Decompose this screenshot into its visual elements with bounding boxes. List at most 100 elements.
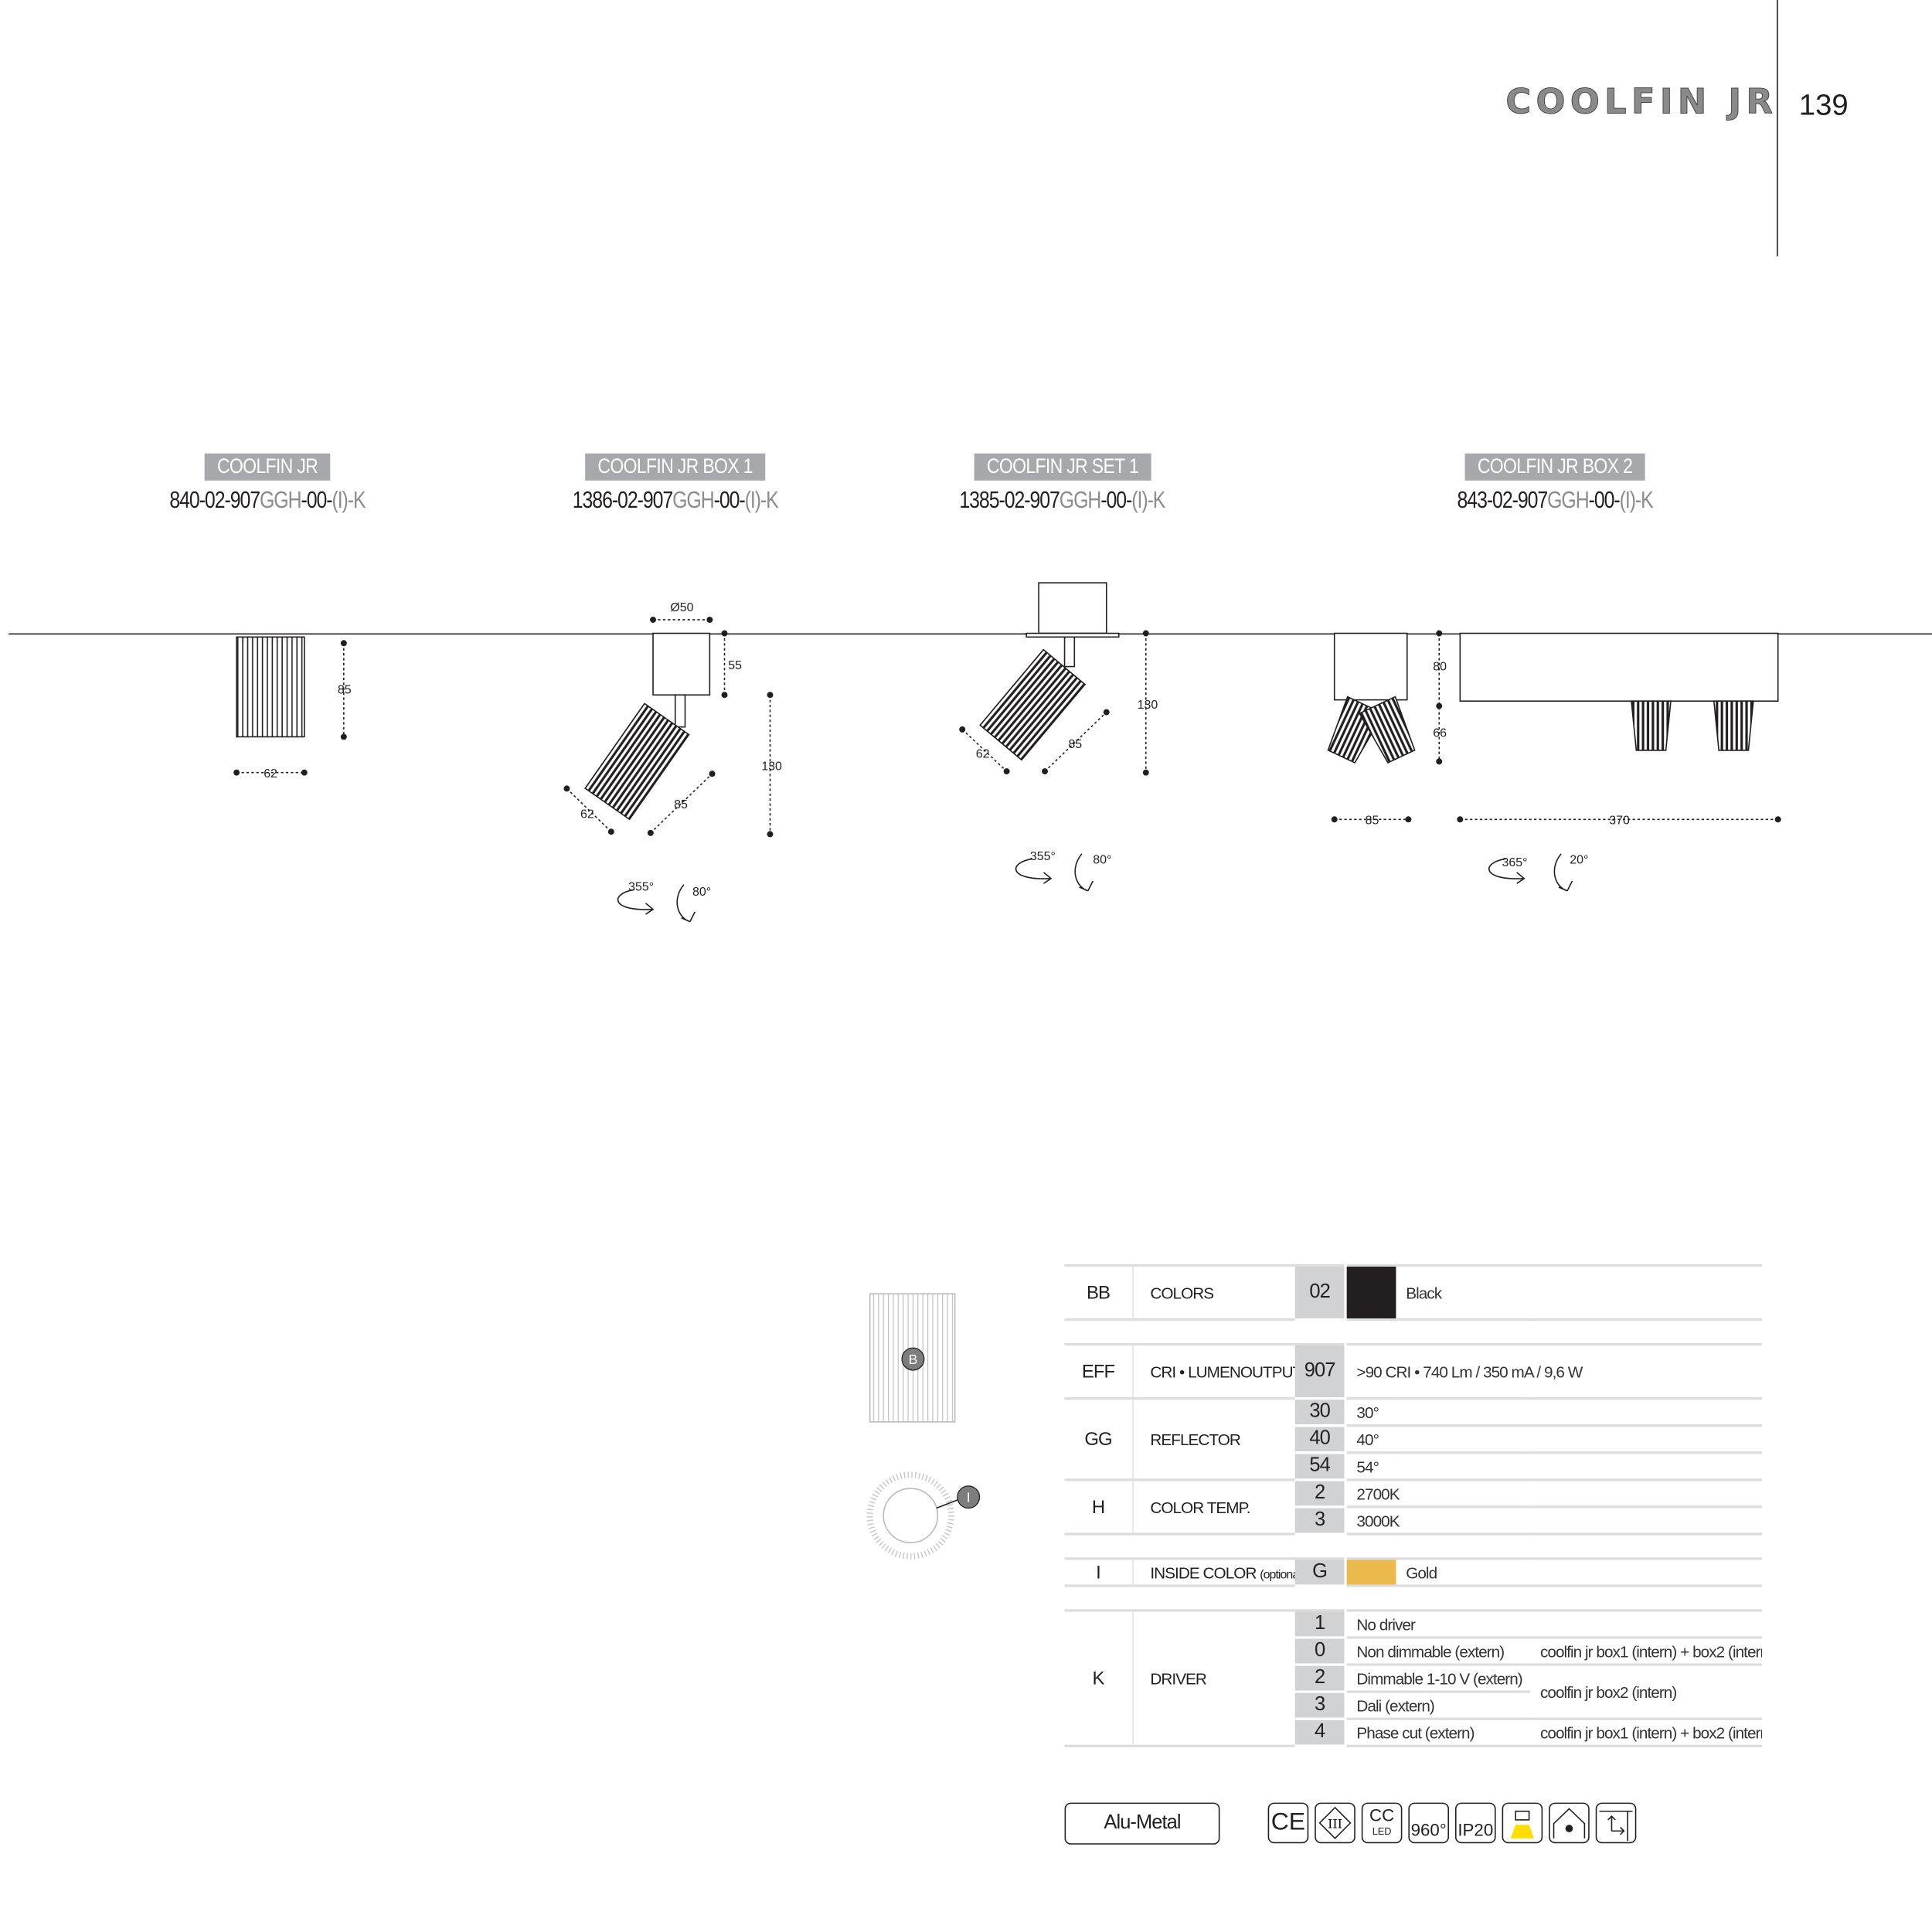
- table-row-reflector: GG REFLECTOR 30 30°: [1064, 1397, 1763, 1481]
- coolfin-jr-set1-drawing: [959, 582, 1149, 892]
- dimensions-p3-rot: 355°: [1030, 850, 1056, 863]
- spec-driver-label: DRIVER: [1132, 1609, 1295, 1747]
- glow-wire-icon: 960°: [1408, 1802, 1450, 1844]
- spec-driver-options-3-value: Dali (extern): [1345, 1690, 1531, 1720]
- spec-temp-options-1-code: 3: [1294, 1505, 1347, 1536]
- products-1-code_e: -K: [760, 488, 779, 514]
- spec-driver-options-2-code: 2: [1294, 1663, 1347, 1693]
- spec-reflector-options-2-code: 54: [1294, 1451, 1347, 1481]
- products-0-code_d: (I): [332, 488, 348, 514]
- spec-driver-options-2-value: Dimmable 1-10 V (extern): [1345, 1663, 1531, 1693]
- dimensions-p4-rot: 365°: [1502, 856, 1528, 869]
- products-0-code_c: -00-: [301, 488, 332, 514]
- spec-inside-label_note: (optional): [1260, 1567, 1294, 1582]
- dimensions-p1-height: 85: [338, 684, 352, 697]
- spec-driver-options-3-code: 3: [1294, 1690, 1347, 1720]
- spec-driver-options-1-note: coolfin jr box1 (intern) + box2 (intern): [1530, 1636, 1763, 1666]
- spec-temp-options-0-value: 2700K: [1345, 1478, 1763, 1509]
- dimensions-p4-head: 66: [1433, 726, 1447, 740]
- ip20-icon: IP20: [1454, 1802, 1496, 1844]
- dimensions-p2-diameter: Ø50: [670, 601, 693, 614]
- table-row-temp: H COLOR TEMP. 2 2700K: [1064, 1478, 1763, 1536]
- table-row-driver: K DRIVER 1 No driver: [1064, 1609, 1763, 1747]
- product-name: COOLFIN JR SET 1: [974, 453, 1151, 481]
- dimensions-p2-d2: 85: [674, 798, 688, 811]
- dimensions-p2-tilt: 80°: [692, 886, 711, 899]
- product-heading: COOLFIN JR 840-02-907GGH-00-(I)-K: [107, 453, 428, 515]
- dimensions-p4-width: 85: [1366, 815, 1379, 828]
- products-0-code_e: -K: [347, 488, 366, 514]
- spec-driver-key: K: [1064, 1609, 1134, 1747]
- product-code: 1386-02-907GGH-00-(I)-K: [544, 488, 807, 515]
- indoor-icon: [1549, 1802, 1590, 1844]
- dimensions-p3-d2: 85: [1068, 738, 1082, 751]
- product-name: COOLFIN JR BOX 2: [1464, 453, 1645, 481]
- dimensions-p2-rot: 355°: [628, 881, 654, 894]
- class-3-icon: III: [1315, 1802, 1355, 1844]
- products-1-code_b: GGH: [672, 488, 715, 514]
- products-1-code_c: -00-: [713, 488, 746, 514]
- spec-reflector-key: GG: [1064, 1397, 1134, 1481]
- dimensions-p2-box: 55: [728, 659, 742, 672]
- page-number: 139: [1798, 88, 1849, 122]
- dimensions-p4-length: 370: [1609, 815, 1630, 828]
- dimensions-p3-total: 130: [1138, 699, 1158, 712]
- spec-driver-options-0-value: No driver: [1345, 1609, 1763, 1639]
- dimensions-p4-tilt: 20°: [1570, 854, 1588, 867]
- spec-eff-label: CRI • LUMENOUTPUT: [1132, 1342, 1295, 1400]
- dimensions-p2-d1: 62: [580, 808, 594, 821]
- dimension-labels: 85 62 Ø50 55 130 62 85 355° 80° 130 62 8…: [264, 601, 1630, 899]
- products-2-code_c: -00-: [1100, 488, 1132, 514]
- page-title: COOLFIN JR: [1505, 81, 1778, 123]
- spec-eff-key: EFF: [1064, 1342, 1134, 1400]
- spec-driver-options-4-note: coolfin jr box1 (intern) + box2 (intern): [1530, 1717, 1763, 1747]
- fixture-detail-figure: [866, 1293, 959, 1560]
- configuration-table: BB COLORS 02 Black EFF CRI • LUMENOUTPUT…: [1064, 1264, 1763, 1747]
- spec-colors-code: 02: [1294, 1264, 1347, 1321]
- products-2-code_b: GGH: [1059, 488, 1102, 514]
- spec-temp-key: H: [1064, 1478, 1134, 1536]
- dimensions-p4-box: 80: [1433, 660, 1447, 673]
- products-2-code_e: -K: [1147, 488, 1166, 514]
- spec-temp-options-1-value: 3000K: [1345, 1505, 1763, 1536]
- spec-driver-options-0-code: 1: [1294, 1609, 1347, 1639]
- spec-reflector-options-1-value: 40°: [1345, 1424, 1763, 1454]
- products-2-code_a: 1385-02-907: [959, 488, 1060, 514]
- spec-driver-options-1-value: Non dimmable (extern): [1345, 1636, 1531, 1666]
- dimensions-p2-total: 130: [761, 760, 782, 773]
- table-row-inside-color: I INSIDE COLOR (optional) G Gold: [1064, 1557, 1763, 1587]
- tilt-icon: [676, 884, 696, 923]
- products-3-code_c: -00-: [1588, 488, 1621, 514]
- product-name: COOLFIN JR: [204, 453, 331, 481]
- products-3-code_e: -K: [1634, 488, 1654, 514]
- spec-reflector-label: REFLECTOR: [1132, 1397, 1295, 1481]
- product-heading: COOLFIN JR BOX 2 843-02-907GGH-00-(I)-K: [1395, 453, 1716, 515]
- spec-driver-options-4-value: Phase cut (extern): [1345, 1717, 1531, 1747]
- spec-reflector-options-0-value: 30°: [1345, 1397, 1763, 1427]
- cert_icons-cc: CC: [1369, 1804, 1395, 1825]
- tilt-icon: [1553, 853, 1573, 892]
- dimensions-p3-d1: 62: [976, 748, 990, 761]
- header-divider: [1777, 0, 1778, 257]
- product-code: 840-02-907GGH-00-(I)-K: [136, 488, 399, 515]
- spec-eff-code: 907: [1294, 1342, 1347, 1400]
- spec-inside-label: INSIDE COLOR: [1150, 1563, 1257, 1582]
- callout-b: B: [901, 1347, 925, 1371]
- table-row-colors: BB COLORS 02 Black: [1064, 1264, 1763, 1321]
- products-1-code_d: (I): [744, 488, 761, 514]
- material-badge: Alu-Metal: [1064, 1802, 1220, 1845]
- product-heading: COOLFIN JR SET 1 1385-02-907GGH-00-(I)-K: [902, 453, 1223, 515]
- spec-driver-options-2-note: coolfin jr box2 (intern): [1530, 1663, 1763, 1720]
- ce-icon: CE: [1267, 1802, 1309, 1844]
- table-row-eff: EFF CRI • LUMENOUTPUT 907 >90 CRI • 740 …: [1064, 1342, 1763, 1400]
